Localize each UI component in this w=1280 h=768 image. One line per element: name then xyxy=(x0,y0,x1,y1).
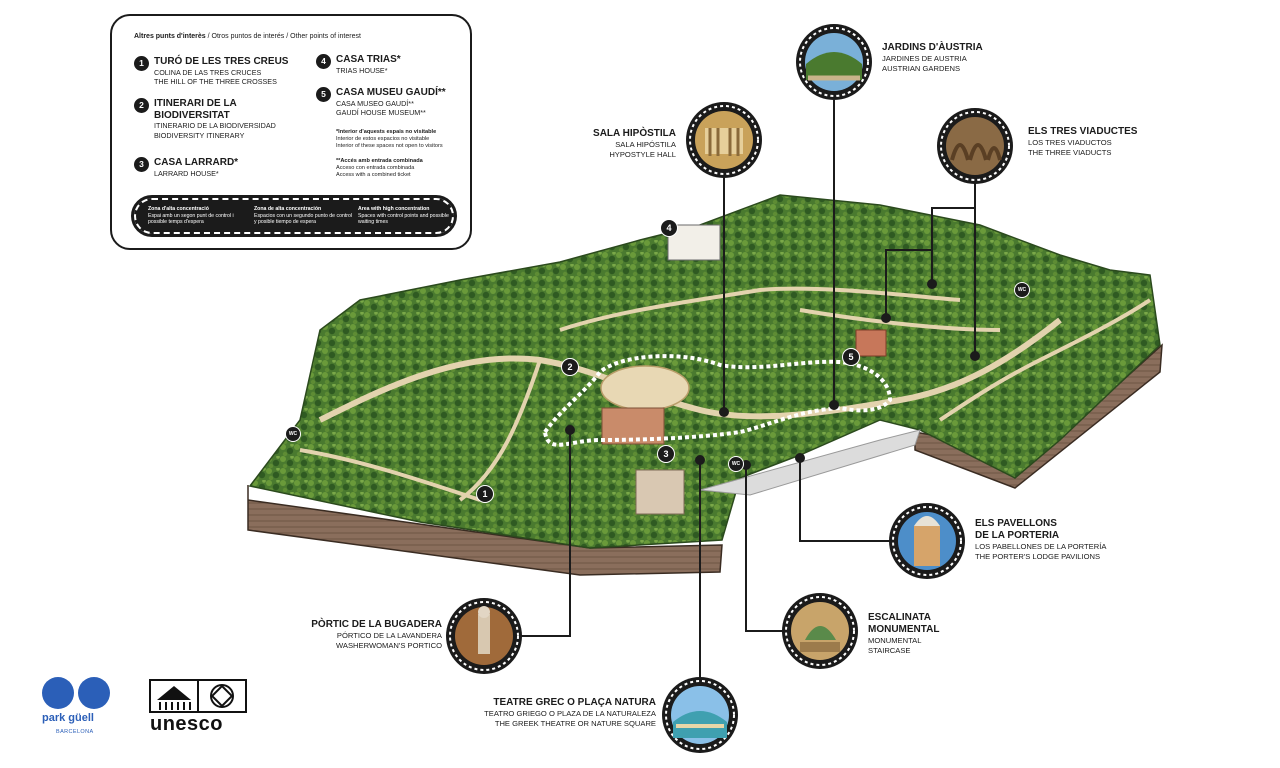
poi-sala-hipostila[interactable]: SALA HIPÒSTILA SALA HIPÓSTILA HYPOSTYLE … xyxy=(593,128,676,159)
legend-note-interior: *Interior d'aquests espais no visitable … xyxy=(336,129,443,149)
legend-item-1[interactable]: 1 TURÓ DE LES TRES CREUS COLINA DE LAS T… xyxy=(134,56,324,87)
legend-note-combined: **Accés amb entrada combinada Acceso con… xyxy=(336,158,423,178)
legend-title: Altres punts d'interès / Otros puntos de… xyxy=(134,33,361,40)
poi-portic[interactable]: PÒRTIC DE LA BUGADERA PÓRTICO DE LA LAVA… xyxy=(311,619,442,650)
photo-sala-hipostila xyxy=(686,102,762,178)
poi-pavellons[interactable]: ELS PAVELLONS DE LA PORTERIA LOS PABELLO… xyxy=(975,518,1107,561)
legend-item-2[interactable]: 2 ITINERARI DE LA BIODIVERSITAT ITINERAR… xyxy=(134,98,294,140)
gaudi-house-building xyxy=(855,329,887,357)
high-concentration-zone xyxy=(542,354,893,447)
poi-teatre-grec[interactable]: TEATRE GREC O PLAÇA NATURA TEATRO GRIEGO… xyxy=(484,697,656,728)
wc-icon: WC xyxy=(1014,282,1030,298)
photo-teatre-grec xyxy=(662,677,738,753)
photo-pavellons xyxy=(889,503,965,579)
park-guell-city: BARCELONA xyxy=(56,729,94,735)
park-path-east xyxy=(938,298,1152,422)
map-badge-5[interactable]: 5 xyxy=(842,348,860,366)
leader-lines xyxy=(448,100,976,680)
park-path-lower xyxy=(299,359,542,502)
legend-panel: Altres punts d'interès / Otros puntos de… xyxy=(110,14,472,250)
unesco-emblem xyxy=(149,679,247,713)
poi-jardins-austria[interactable]: JARDINS D'ÀUSTRIA JARDINES DE AUSTRIA AU… xyxy=(882,42,983,73)
park-guell-logo-mark xyxy=(42,677,110,709)
wc-icon: WC xyxy=(728,456,744,472)
map-badge-3[interactable]: 3 xyxy=(657,445,675,463)
terrain-base-west xyxy=(247,485,723,576)
photo-jardins-austria xyxy=(796,24,872,100)
leader-pavellons xyxy=(799,458,890,542)
poi-tres-viaductes[interactable]: ELS TRES VIADUCTES LOS TRES VIADUCTOS TH… xyxy=(1028,126,1138,157)
street xyxy=(699,429,921,496)
photo-tres-viaductes xyxy=(937,108,1013,184)
park-guell-wordmark: park güell xyxy=(42,712,94,724)
casa-larrard-building xyxy=(601,407,665,445)
legend-item-5[interactable]: 5 CASA MUSEU GAUDÍ** CASA MUSEO GAUDÍ** … xyxy=(316,87,466,118)
nature-square xyxy=(600,365,690,411)
poi-escalinata[interactable]: ESCALINATA MONUMENTAL MONUMENTAL STAIRCA… xyxy=(868,612,940,655)
wc-icon: WC xyxy=(285,426,301,442)
map-badge-4[interactable]: 4 xyxy=(660,219,678,237)
park-path-main xyxy=(318,317,1062,423)
park-path-upper xyxy=(559,286,1001,332)
leader-escalinata xyxy=(745,465,786,632)
legend-item-3[interactable]: 3 CASA LARRARD* LARRARD HOUSE* xyxy=(134,157,304,178)
map-badge-1[interactable]: 1 xyxy=(476,485,494,503)
photo-portic xyxy=(446,598,522,674)
entrance-pavilion-building xyxy=(635,469,685,515)
map-badge-2[interactable]: 2 xyxy=(561,358,579,376)
leader-tres-viaductes xyxy=(885,182,976,358)
unesco-wordmark: unesco xyxy=(150,713,224,735)
legend-item-4[interactable]: 4 CASA TRIAS* TRIAS HOUSE* xyxy=(316,54,466,75)
photo-escalinata xyxy=(782,593,858,669)
leader-dots xyxy=(565,279,980,470)
